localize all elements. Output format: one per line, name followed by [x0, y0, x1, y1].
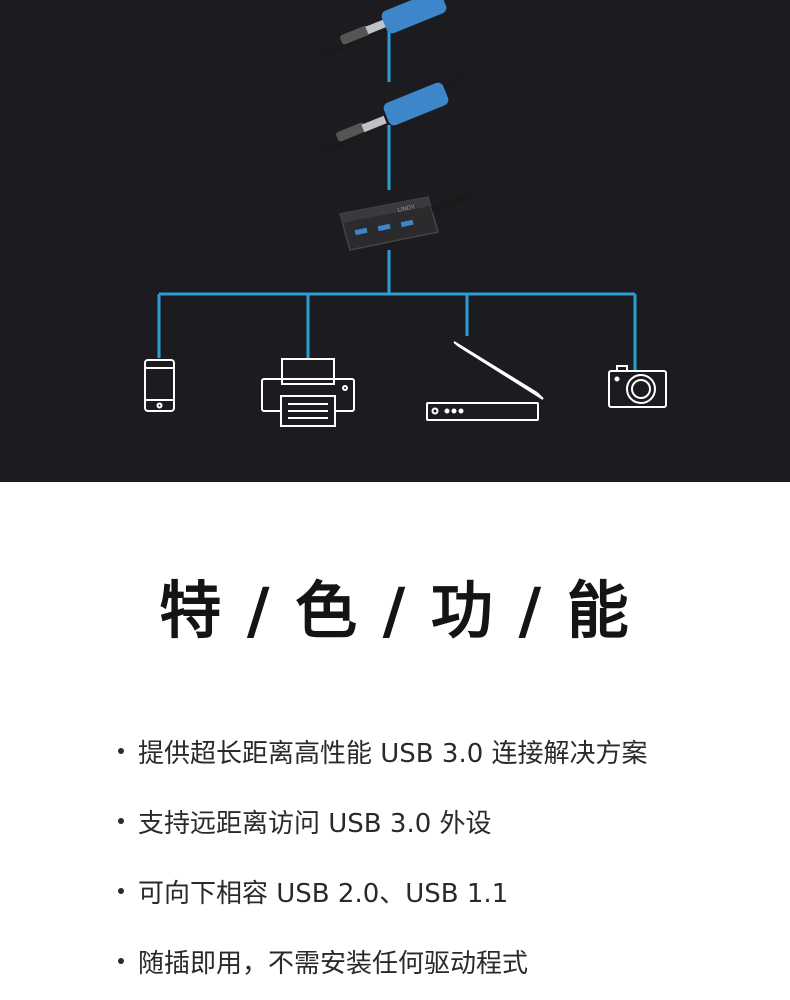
scanner-icon [426, 341, 544, 421]
bullet-icon [118, 818, 124, 824]
list-item: 随插即用，不需安装任何驱动程式 [114, 926, 648, 996]
list-item: 可向下相容 USB 2.0、USB 1.1 [114, 856, 648, 926]
bullet-icon [118, 888, 124, 894]
connection-lines [157, 28, 637, 370]
usb-hub: LINDY [339, 192, 471, 251]
list-item: 支持远距离访问 USB 3.0 外设 [114, 786, 648, 856]
bullet-icon [118, 958, 124, 964]
connection-diagram: LINDY [0, 0, 790, 482]
camera-icon [608, 365, 667, 408]
extension-cable-1 [320, 0, 450, 59]
printer-icon [261, 358, 355, 427]
feature-text: 随插即用，不需安装任何驱动程式 [138, 948, 529, 979]
hub-brand-label: LINDY [397, 204, 416, 214]
diagram-canvas: LINDY [144, 0, 667, 427]
extension-cable-2 [318, 70, 468, 156]
feature-text: 可向下相容 USB 2.0、USB 1.1 [138, 878, 509, 909]
smartphone-icon [144, 359, 175, 412]
feature-text: 支持远距离访问 USB 3.0 外设 [138, 808, 492, 839]
features-heading: 特 / 色 / 功 / 能 [159, 574, 631, 647]
feature-list: 提供超长距离高性能 USB 3.0 连接解决方案 支持远距离访问 USB 3.0… [114, 716, 648, 996]
feature-text: 提供超长距离高性能 USB 3.0 连接解决方案 [138, 738, 648, 769]
bullet-icon [118, 748, 124, 754]
list-item: 提供超长距离高性能 USB 3.0 连接解决方案 [114, 716, 648, 786]
